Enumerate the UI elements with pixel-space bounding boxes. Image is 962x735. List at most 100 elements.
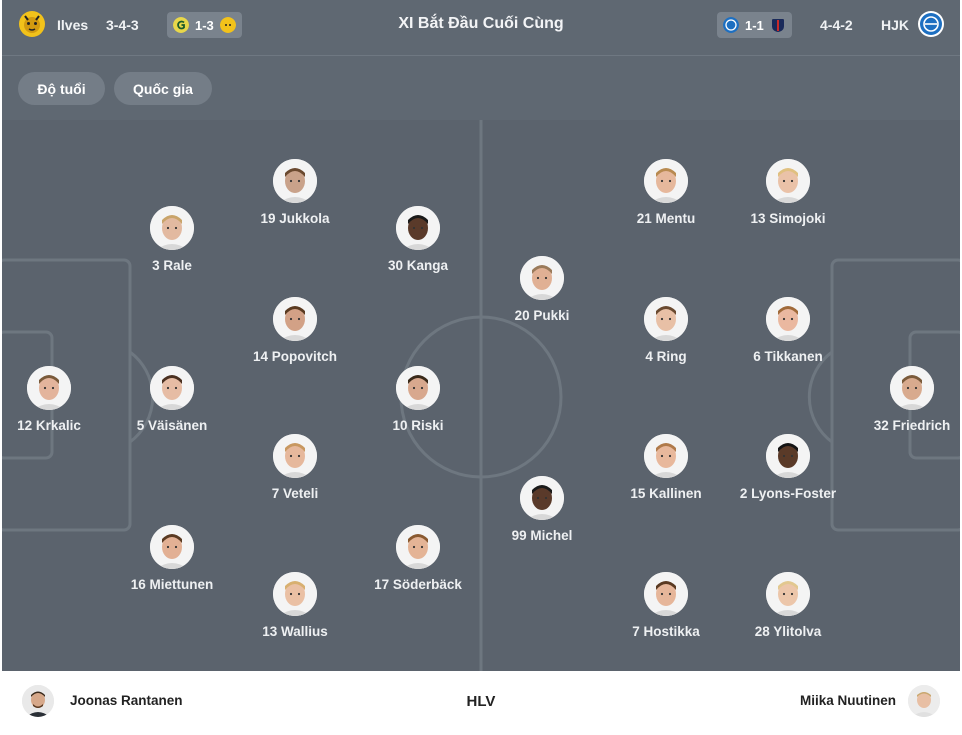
player-name: 3 Rale <box>152 258 192 273</box>
coach-bar: Joonas Rantanen HLV Miika Nuutinen <box>2 671 960 735</box>
home-player[interactable]: 13 Wallius <box>235 572 355 639</box>
player-avatar[interactable] <box>273 297 317 341</box>
lineup-header: Ilves 3-4-3 1-3 XI Bắt Đầu Cuối Cùng 1-1… <box>2 0 960 56</box>
home-player[interactable]: 30 Kanga <box>358 206 478 273</box>
player-face-icon <box>273 297 317 341</box>
away-player[interactable]: 7 Hostikka <box>606 572 726 639</box>
player-face-icon <box>150 206 194 250</box>
player-avatar[interactable] <box>396 366 440 410</box>
away-coach-face-icon <box>908 685 940 717</box>
away-player[interactable]: 99 Michel <box>482 476 602 543</box>
player-avatar[interactable] <box>273 572 317 616</box>
player-name: 17 Söderbäck <box>374 577 462 592</box>
player-face-icon <box>396 206 440 250</box>
filter-country-button[interactable]: Quốc gia <box>114 72 212 105</box>
away-coach-name[interactable]: Miika Nuutinen <box>800 693 897 708</box>
home-coach-avatar[interactable] <box>22 685 54 717</box>
ilves-small-logo-icon <box>219 17 236 33</box>
away-player[interactable]: 2 Lyons-Foster <box>728 434 848 501</box>
away-player[interactable]: 6 Tikkanen <box>728 297 848 364</box>
away-player[interactable]: 13 Simojoki <box>728 159 848 226</box>
player-avatar[interactable] <box>644 572 688 616</box>
player-name: 6 Tikkanen <box>753 349 823 364</box>
player-avatar[interactable] <box>766 297 810 341</box>
away-player[interactable]: 15 Kallinen <box>606 434 726 501</box>
player-face-icon <box>766 297 810 341</box>
player-name: 2 Lyons-Foster <box>739 486 837 501</box>
player-face-icon <box>890 366 934 410</box>
player-name: 99 Michel <box>511 528 573 543</box>
away-recent-score: 1-1 <box>745 17 764 33</box>
player-face-icon <box>150 366 194 410</box>
pitch: 19 Jukkola 3 Rale 30 Kanga 14 Popovitch 12 K… <box>2 120 960 671</box>
player-name: 12 Krkalic <box>17 418 81 433</box>
player-name: 14 Popovitch <box>252 349 338 364</box>
player-face-icon <box>273 572 317 616</box>
player-avatar[interactable] <box>150 525 194 569</box>
home-coach-face-icon <box>22 685 54 717</box>
away-team-name[interactable]: HJK <box>881 17 910 33</box>
player-avatar[interactable] <box>27 366 71 410</box>
player-name: 10 Riski <box>392 418 444 433</box>
home-player[interactable]: 17 Söderbäck <box>358 525 478 592</box>
away-player[interactable]: 32 Friedrich <box>852 366 960 433</box>
player-name: 21 Mentu <box>636 211 696 226</box>
player-name: 15 Kallinen <box>630 486 702 501</box>
player-avatar[interactable] <box>520 476 564 520</box>
player-avatar[interactable] <box>396 206 440 250</box>
player-face-icon <box>644 159 688 203</box>
player-avatar[interactable] <box>644 297 688 341</box>
player-face-icon <box>644 297 688 341</box>
player-avatar[interactable] <box>644 434 688 478</box>
away-player[interactable]: 20 Pukki <box>482 256 602 323</box>
player-avatar[interactable] <box>396 525 440 569</box>
away-player[interactable]: 28 Ylitolva <box>728 572 848 639</box>
home-player[interactable]: 16 Miettunen <box>112 525 232 592</box>
home-player[interactable]: 12 Krkalic <box>2 366 109 433</box>
home-recent-match-chip[interactable]: 1-3 <box>167 12 242 38</box>
home-formation: 3-4-3 <box>106 17 139 33</box>
home-coach-name[interactable]: Joonas Rantanen <box>70 693 183 708</box>
player-avatar[interactable] <box>644 159 688 203</box>
player-name: 20 Pukki <box>514 308 570 323</box>
player-avatar[interactable] <box>766 159 810 203</box>
home-player[interactable]: 19 Jukkola <box>235 159 355 226</box>
player-face-icon <box>766 159 810 203</box>
ilves-logo-icon[interactable] <box>18 10 46 38</box>
away-coach-avatar[interactable] <box>908 685 940 717</box>
home-player[interactable]: 5 Väisänen <box>112 366 232 433</box>
away-formation: 4-4-2 <box>820 17 853 33</box>
away-player[interactable]: 21 Mentu <box>606 159 726 226</box>
home-player[interactable]: 7 Veteli <box>235 434 355 501</box>
player-avatar[interactable] <box>150 366 194 410</box>
player-face-icon <box>273 159 317 203</box>
player-avatar[interactable] <box>273 434 317 478</box>
home-player[interactable]: 10 Riski <box>358 366 478 433</box>
player-name: 16 Miettunen <box>130 577 214 592</box>
player-avatar[interactable] <box>150 206 194 250</box>
filter-bar: Độ tuổi Quốc gia <box>2 56 960 120</box>
player-name: 30 Kanga <box>387 258 449 273</box>
hjk-logo-icon[interactable] <box>917 10 945 38</box>
player-face-icon <box>644 434 688 478</box>
player-avatar[interactable] <box>890 366 934 410</box>
hjk-small-logo-icon <box>723 17 739 33</box>
player-name: 19 Jukkola <box>260 211 330 226</box>
player-avatar[interactable] <box>766 434 810 478</box>
away-player[interactable]: 4 Ring <box>606 297 726 364</box>
player-face-icon <box>766 434 810 478</box>
home-team-name[interactable]: Ilves <box>57 17 89 33</box>
player-name: 13 Simojoki <box>750 211 826 226</box>
opponent-shield-icon <box>771 19 784 32</box>
player-avatar[interactable] <box>520 256 564 300</box>
away-recent-match-chip[interactable]: 1-1 <box>717 12 792 38</box>
home-player[interactable]: 14 Popovitch <box>235 297 355 364</box>
player-name: 4 Ring <box>645 349 687 364</box>
player-face-icon <box>27 366 71 410</box>
player-face-icon <box>396 525 440 569</box>
filter-age-button[interactable]: Độ tuổi <box>18 72 105 105</box>
player-avatar[interactable] <box>766 572 810 616</box>
player-face-icon <box>396 366 440 410</box>
home-player[interactable]: 3 Rale <box>112 206 232 273</box>
player-avatar[interactable] <box>273 159 317 203</box>
